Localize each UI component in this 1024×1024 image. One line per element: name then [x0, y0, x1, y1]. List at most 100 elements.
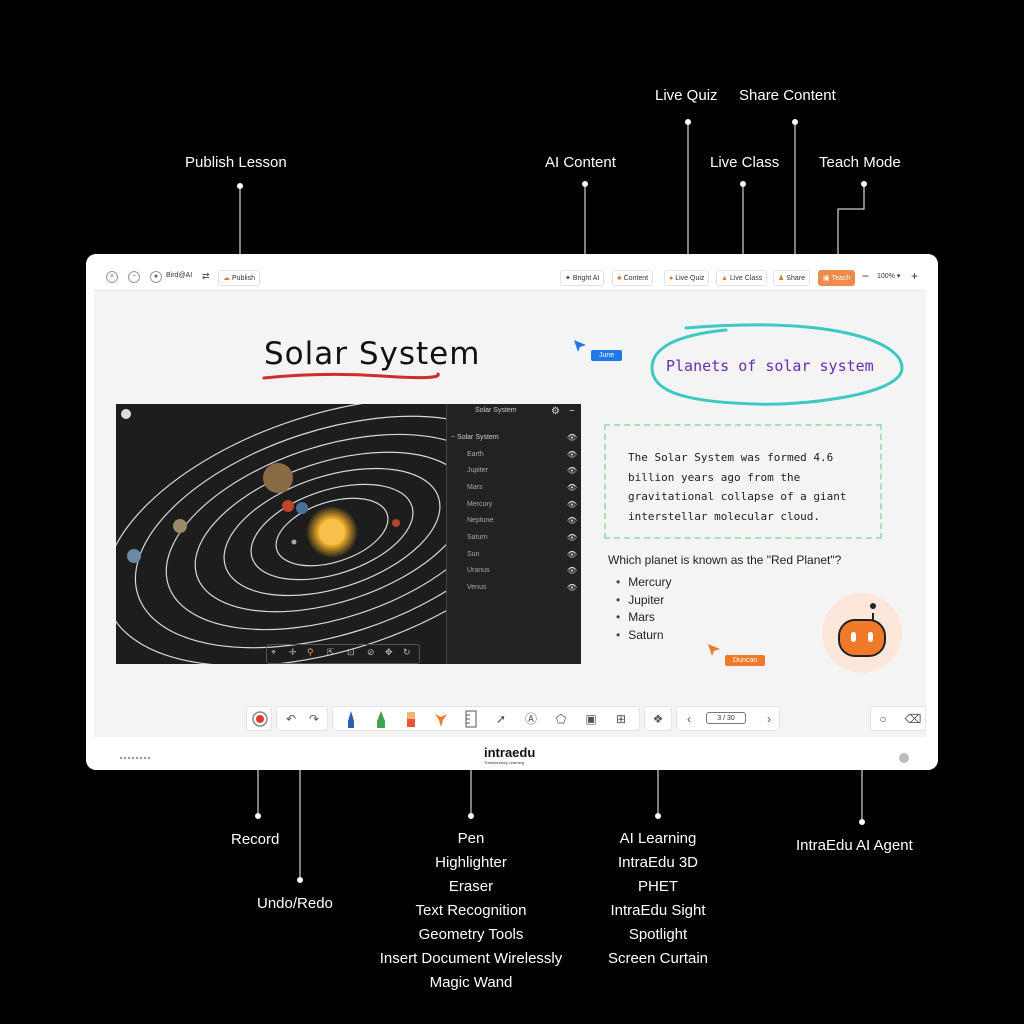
bright-ai-button[interactable]: ✦Bright AI	[560, 270, 605, 286]
planet-mars-icon[interactable]	[392, 519, 400, 527]
panel-root-item[interactable]: − Solar System	[451, 434, 499, 441]
live-quiz-button[interactable]: ●Live Quiz	[664, 270, 710, 286]
ai-learning-callout: AI Learning	[619, 830, 697, 847]
content-icon: ♣	[617, 275, 622, 282]
panel-item-jupiter[interactable]: Jupiter	[467, 467, 489, 474]
planet-jupiter-icon[interactable]	[263, 463, 293, 493]
facts-box: The Solar System was formed 4.6 billion …	[604, 424, 882, 539]
record-button[interactable]	[251, 710, 269, 728]
eye-icon[interactable]: 👁	[566, 483, 577, 492]
ai-agent-button[interactable]	[822, 593, 902, 673]
eye-icon[interactable]: 👁	[566, 533, 577, 542]
power-icon[interactable]	[899, 753, 909, 763]
cursor-label-duncan: Duncan	[725, 655, 766, 666]
trash-icon[interactable]: ⌫	[904, 712, 922, 726]
top-toolbar: × − ● Bird@AI ⇄ ☁Publish ✦Bright AI ♣Con…	[94, 266, 926, 291]
zoom-select[interactable]: 100% ▾	[877, 273, 901, 280]
page-nav-group: ‹ ›	[676, 706, 780, 731]
quiz-option[interactable]: Mars	[616, 610, 672, 628]
select-icon[interactable]: ⇱	[327, 647, 335, 657]
share-button[interactable]: ♟Share	[773, 270, 810, 286]
user-avatar-icon[interactable]: ●	[150, 271, 162, 283]
close-icon[interactable]: ×	[106, 271, 118, 283]
planet-mercury-icon[interactable]	[291, 539, 297, 545]
teach-button[interactable]: ▣Teach	[818, 270, 856, 286]
eye-icon[interactable]: 👁	[566, 433, 577, 442]
planet-neptune-icon[interactable]	[127, 549, 141, 563]
publish-lesson-callout: Publish Lesson	[185, 154, 287, 171]
apps-grid-icon[interactable]: ❖	[652, 712, 664, 726]
panel-item-saturn[interactable]: Saturn	[467, 534, 488, 541]
magic-wand-icon[interactable]	[431, 709, 451, 729]
shapes-icon[interactable]: ⬠	[555, 712, 567, 726]
isolate-icon[interactable]: ⊡	[347, 647, 355, 657]
zoom-out-button[interactable]: −	[862, 269, 870, 283]
redo-icon[interactable]: ↷	[308, 712, 320, 726]
zoom-icon[interactable]: ⚲	[307, 647, 314, 657]
panel-item-venus[interactable]: Venus	[467, 584, 487, 591]
phet-callout: PHET	[637, 878, 678, 895]
share-label: Share	[786, 275, 805, 282]
text-icon[interactable]: Ⓐ	[524, 712, 537, 726]
eye-icon[interactable]: 👁	[566, 466, 577, 475]
zoom-in-button[interactable]: +	[911, 269, 919, 283]
prev-page-icon[interactable]: ‹	[687, 712, 691, 726]
close-viewer-icon[interactable]	[121, 409, 131, 419]
ruler-icon[interactable]	[461, 709, 481, 729]
cursor-arrow-icon	[708, 644, 720, 656]
direction-icon[interactable]: ✥	[385, 647, 393, 657]
collapse-icon[interactable]: −	[569, 406, 575, 417]
record-group	[246, 706, 272, 731]
highlighter-callout: Highlighter	[435, 854, 507, 871]
teach-mode-callout: Teach Mode	[819, 154, 901, 171]
panel-item-uranus[interactable]: Uranus	[467, 567, 490, 574]
eye-icon[interactable]: 👁	[566, 450, 577, 459]
bright-ai-label: Bright AI	[572, 275, 600, 282]
gear-icon[interactable]: ⚙	[551, 406, 560, 417]
drawing-tools-group: ➚ Ⓐ ⬠ ▣ ⊞	[332, 706, 640, 731]
content-button[interactable]: ♣Content	[612, 270, 654, 286]
panel-item-neptune[interactable]: Neptune	[467, 517, 494, 524]
panel-item-mars[interactable]: Mars	[467, 484, 483, 491]
reset-icon[interactable]: ↻	[403, 647, 411, 657]
quiz-option[interactable]: Saturn	[616, 628, 672, 646]
eye-icon[interactable]: 👁	[566, 550, 577, 559]
robot-icon	[838, 603, 886, 657]
content-label: Content	[623, 275, 649, 282]
rotate-icon[interactable]: ⌖	[271, 647, 277, 657]
panel-item-earth[interactable]: Earth	[467, 451, 484, 458]
planet-blue-icon[interactable]	[296, 502, 308, 514]
eraser-icon[interactable]	[401, 709, 421, 729]
eye-icon[interactable]: 👁	[566, 516, 577, 525]
insert-image-icon[interactable]: ▣	[585, 712, 597, 726]
quiz-option[interactable]: Mercury	[616, 575, 671, 593]
hide-icon[interactable]: ⊘	[367, 647, 375, 657]
eye-icon[interactable]: 👁	[566, 583, 577, 592]
eraser-callout: Eraser	[448, 878, 494, 895]
circle-tool-icon[interactable]: ○	[879, 712, 887, 726]
planet-red-icon[interactable]	[282, 500, 294, 512]
undo-icon[interactable]: ↶	[285, 712, 297, 726]
add-icon[interactable]: ⊞	[615, 712, 627, 726]
publish-button[interactable]: ☁Publish	[218, 270, 260, 286]
select-arrow-icon[interactable]: ➚	[495, 712, 507, 726]
next-page-icon[interactable]: ›	[767, 712, 771, 726]
minimize-icon[interactable]: −	[128, 271, 140, 283]
eye-icon[interactable]: 👁	[566, 566, 577, 575]
facts-text: The Solar System was formed 4.6 billion …	[628, 451, 847, 523]
intraedu-3d-callout: IntraEdu 3D	[617, 854, 699, 871]
panel-item-mercury[interactable]: Mercury	[467, 501, 493, 508]
viewer-controls[interactable]: ⌖ ✛ ⚲ ⇱ ⊡ ⊘ ✥ ↻	[266, 644, 420, 664]
insert-document-callout: Insert Document Wirelessly	[379, 950, 563, 967]
move-icon[interactable]: ✛	[289, 647, 297, 657]
highlighter-icon[interactable]	[371, 709, 391, 729]
share-content-callout: Share Content	[739, 87, 836, 104]
eye-icon[interactable]: 👁	[566, 500, 577, 509]
settings-sliders-icon[interactable]: ⇄	[202, 271, 210, 281]
panel-item-sun[interactable]: Sun	[467, 551, 480, 558]
page-indicator[interactable]: 3 / 30	[706, 712, 746, 724]
planet-saturn-icon[interactable]	[173, 519, 187, 533]
live-class-button[interactable]: ▲Live Class	[716, 270, 768, 286]
quiz-option[interactable]: Jupiter	[616, 593, 672, 611]
pen-icon[interactable]	[341, 709, 361, 729]
